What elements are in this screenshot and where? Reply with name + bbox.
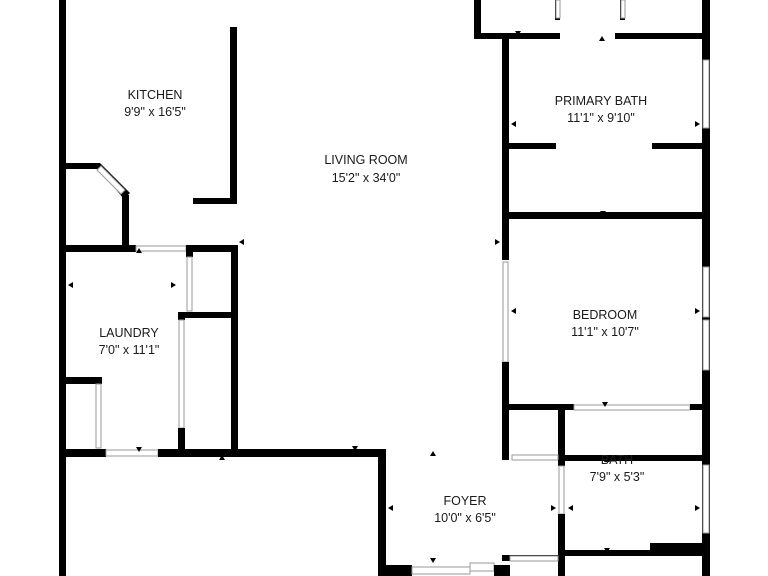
- primary-bath-bedroom-wall: [509, 212, 704, 219]
- kitchen-laundry-wall-left: [66, 245, 136, 252]
- tick: [388, 505, 393, 511]
- foyer-bottom-wall-right: [494, 565, 510, 576]
- laundry-closet-top: [66, 377, 102, 384]
- kitchen-partition-wall: [230, 27, 237, 203]
- bath-door: [558, 465, 565, 515]
- tick: [219, 455, 225, 460]
- tick: [695, 505, 700, 511]
- room-name-primary-bath: PRIMARY BATH: [555, 94, 647, 108]
- pantry-door: [96, 165, 126, 195]
- closet-door-foyer: [511, 454, 559, 461]
- tick: [511, 121, 516, 127]
- pantry-side-wall: [122, 195, 129, 249]
- room-dims-kitchen: 9'9" x 16'5": [124, 105, 186, 119]
- tick: [171, 282, 176, 288]
- room-dims-bath: 7'9" x 5'3": [590, 470, 645, 484]
- tick: [695, 308, 700, 314]
- closet-door-right: [620, 0, 626, 19]
- kitchen-counter-wall: [193, 198, 237, 204]
- laundry-opening: [135, 245, 187, 252]
- window-bath: [702, 464, 710, 534]
- tick: [599, 36, 605, 41]
- bedroom-wall-bottom-right: [690, 404, 704, 410]
- tick: [430, 558, 436, 563]
- room-dims-living-room: 15'2" x 34'0": [332, 171, 401, 185]
- tick: [239, 239, 244, 245]
- laundry-closet-shelf: [178, 312, 238, 318]
- kitchen-laundry-wall-right: [186, 245, 237, 252]
- tick: [495, 239, 500, 245]
- laundry-inner-wall-upper: [178, 312, 185, 320]
- bedroom-wall-bottom-left: [509, 404, 574, 410]
- tick: [602, 402, 608, 407]
- closet-wall-bottom-right: [615, 33, 705, 39]
- room-name-laundry: LAUNDRY: [99, 326, 159, 340]
- window-primary-bath: [702, 59, 710, 129]
- tick: [68, 282, 73, 288]
- room-name-living-room: LIVING ROOM: [324, 153, 407, 167]
- laundry-closet-wall-top: [186, 251, 193, 257]
- laundry-closet-door-left: [95, 383, 102, 449]
- foyer-side-door: [509, 555, 559, 562]
- room-name-bedroom: BEDROOM: [573, 308, 638, 322]
- closet-wall-left: [474, 0, 481, 38]
- laundry-bottom-wall-right: [158, 449, 386, 457]
- bath-bottom-wall: [565, 550, 704, 556]
- window-bedroom-upper: [702, 266, 710, 318]
- bath-fixture: [650, 543, 702, 556]
- tick: [604, 457, 610, 462]
- closet-divider: [558, 404, 565, 462]
- tick: [600, 212, 606, 217]
- foyer-bottom-wall-left: [386, 565, 412, 576]
- front-door: [411, 566, 471, 575]
- room-dims-laundry: 7'0" x 11'1": [99, 343, 160, 357]
- tick: [695, 121, 700, 127]
- front-door-sidelight: [469, 562, 495, 572]
- window-bedroom-lower: [702, 319, 710, 371]
- closet-wall-bottom-left: [474, 33, 560, 39]
- laundry-bottom-wall-left: [66, 449, 106, 457]
- laundry-east-wall: [231, 245, 238, 450]
- opening-bedroom: [502, 261, 509, 363]
- room-dims-primary-bath: 11'1" x 9'10": [567, 111, 635, 125]
- tick: [515, 31, 521, 36]
- primary-bath-wall-right: [652, 143, 704, 149]
- room-dims-foyer: 10'0" x 6'5": [434, 511, 496, 525]
- bath-top-wall: [565, 455, 704, 461]
- laundry-exit-opening: [105, 449, 159, 457]
- bath-west-wall-upper: [558, 460, 565, 466]
- partition-wall-lower: [502, 362, 509, 460]
- tick: [136, 248, 142, 253]
- partition-wall-upper: [502, 38, 509, 260]
- primary-bath-wall-left: [509, 143, 556, 149]
- laundry-inner-door: [178, 319, 185, 429]
- tick: [551, 505, 556, 511]
- dimension-ticks: [68, 31, 700, 563]
- west-exterior-wall: [59, 0, 66, 576]
- closet-door-left: [555, 0, 561, 19]
- room-name-bath: BATH: [601, 453, 633, 467]
- room-dims-bedroom: 11'1" x 10'7": [571, 325, 639, 339]
- tick: [136, 447, 142, 452]
- bedroom-closet-door: [573, 404, 691, 411]
- tick: [430, 451, 436, 456]
- pantry-top-wall: [66, 163, 98, 169]
- laundry-closet-door: [186, 256, 193, 312]
- room-name-foyer: FOYER: [443, 494, 486, 508]
- tick: [604, 548, 610, 553]
- tick: [511, 308, 516, 314]
- foyer-west-wall: [378, 449, 386, 576]
- bath-west-wall-lower: [558, 514, 565, 576]
- laundry-inner-wall-lower: [178, 428, 185, 450]
- tick: [352, 446, 358, 451]
- room-name-kitchen: KITCHEN: [128, 88, 183, 102]
- tick: [568, 505, 573, 511]
